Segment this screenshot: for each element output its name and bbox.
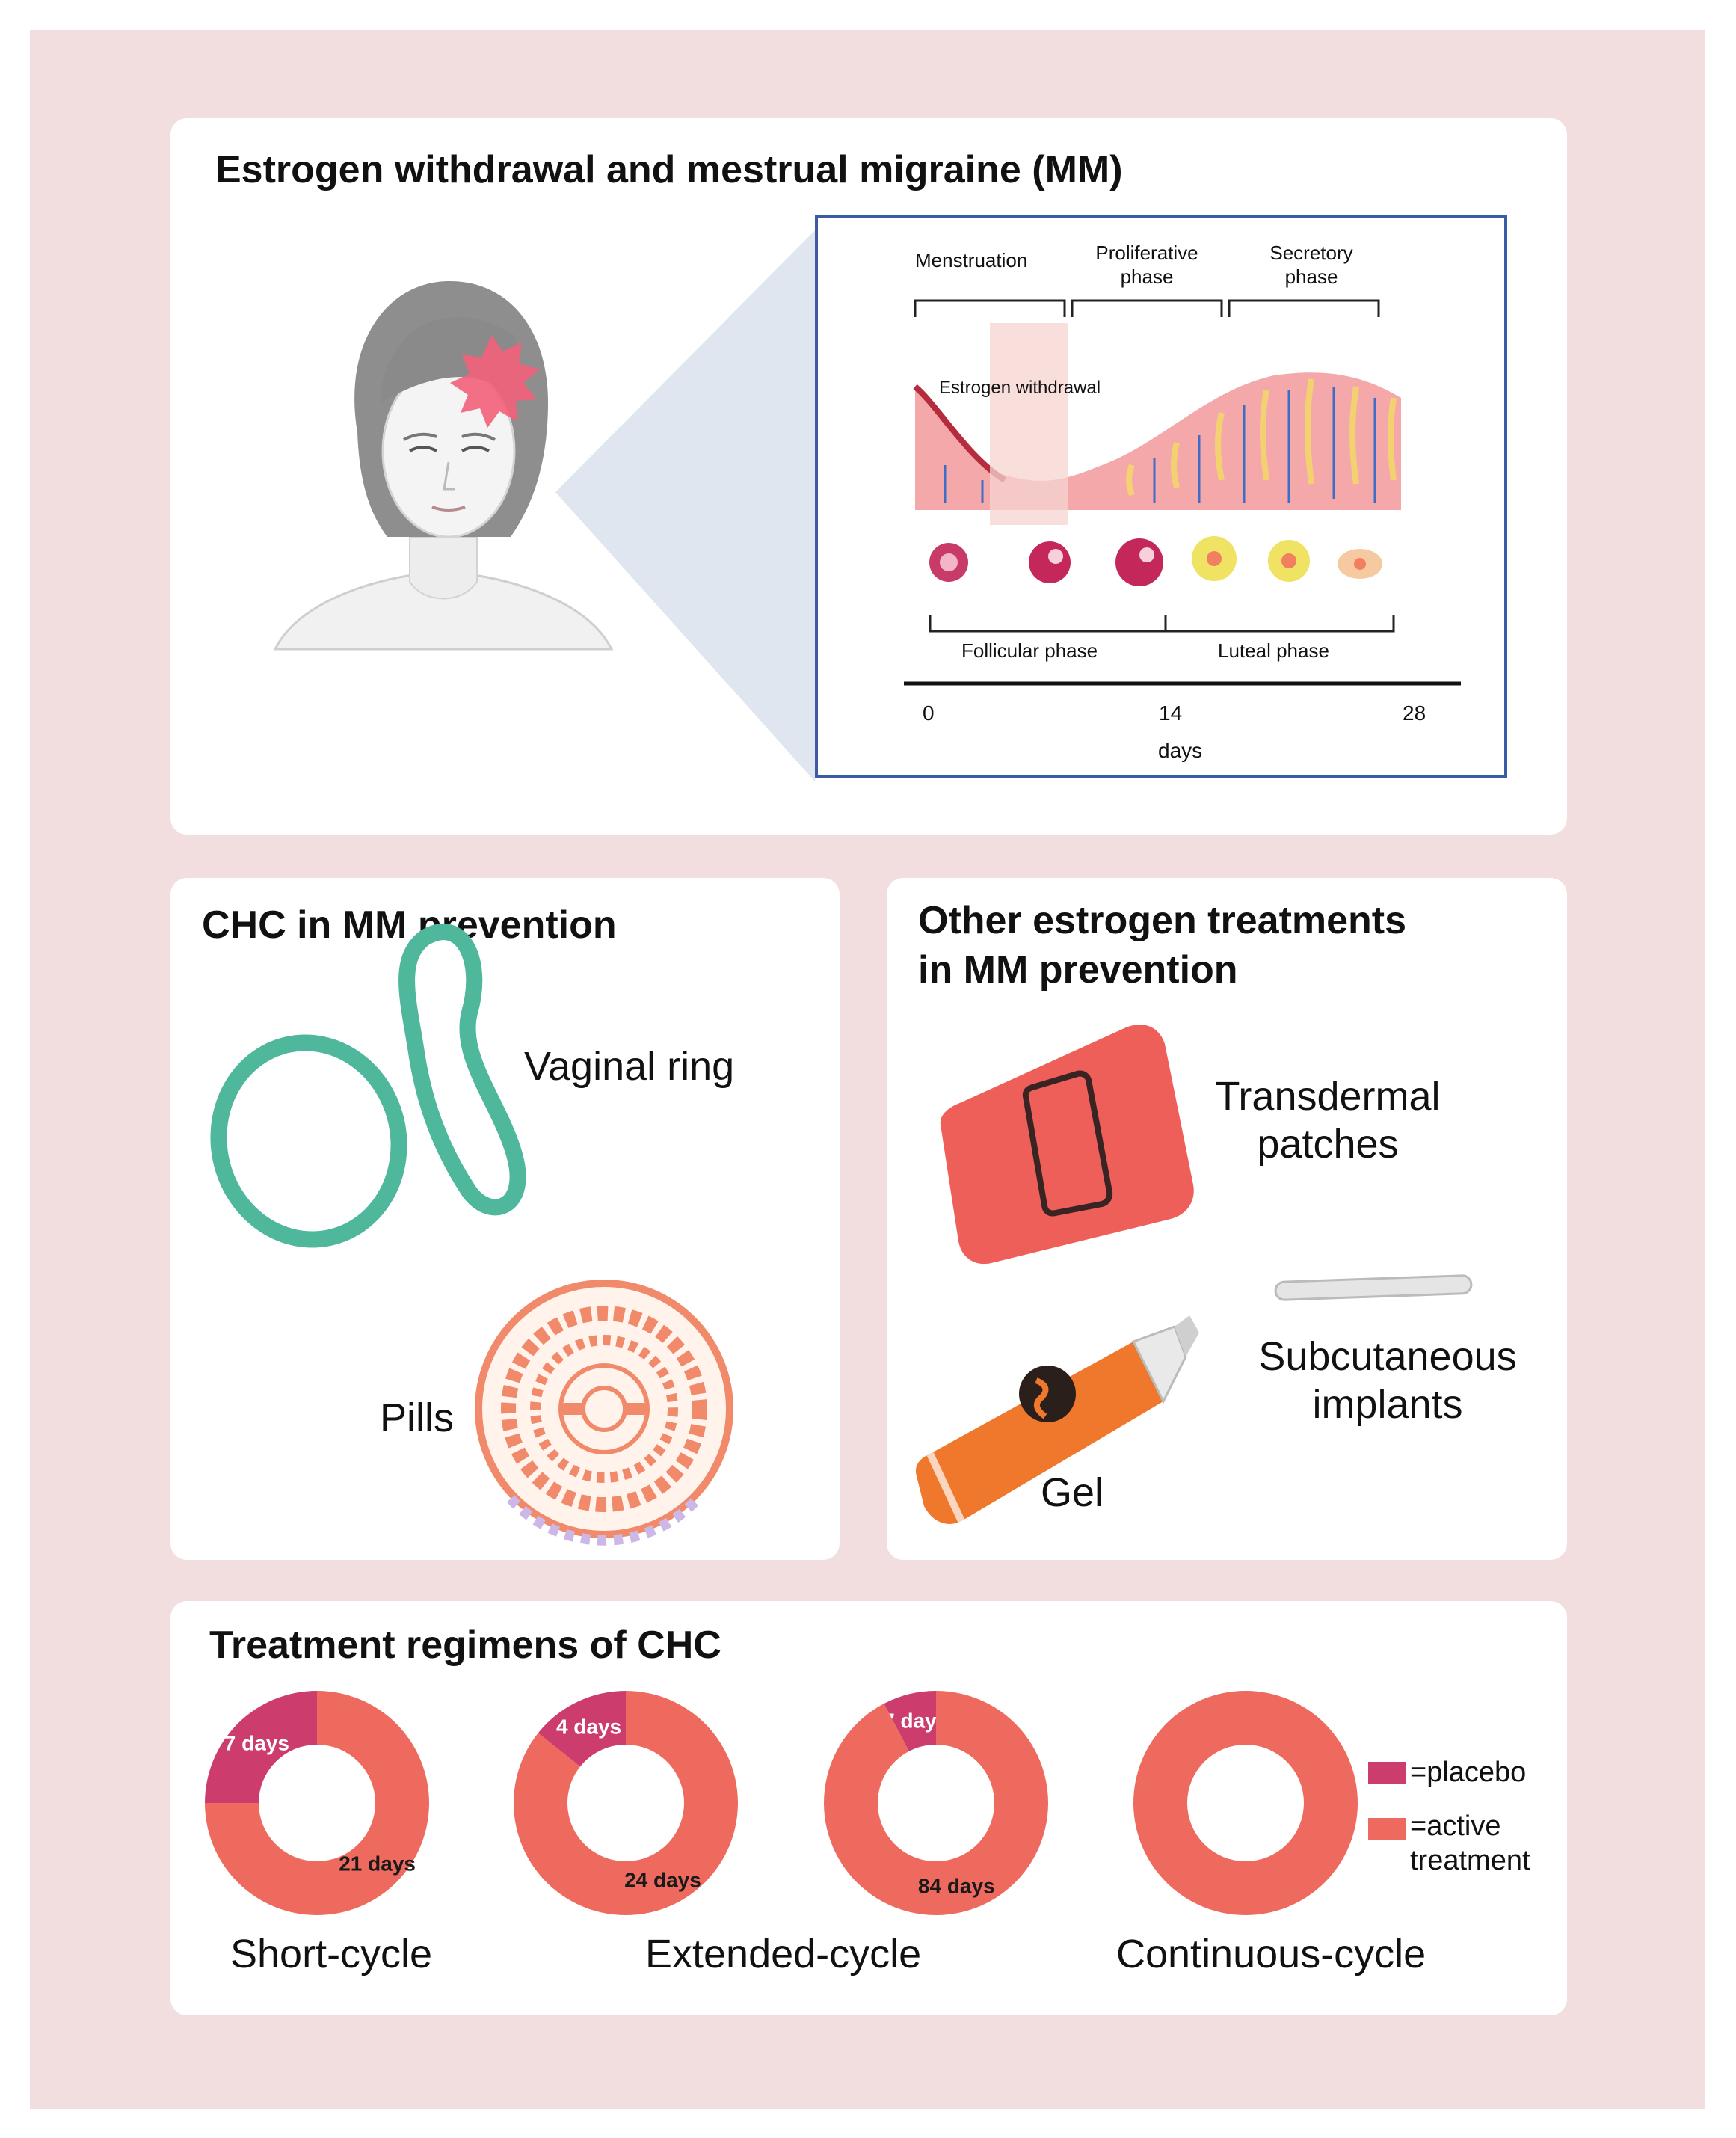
- woman-headache-illustration: [273, 230, 815, 781]
- label-estrogen-withdrawal: Estrogen withdrawal: [939, 378, 1101, 398]
- secretory-line2: phase: [1284, 265, 1338, 288]
- implants-line1: Subcutaneous: [1258, 1334, 1517, 1379]
- gel-tube-icon: [915, 1315, 1199, 1524]
- tick-28: 28: [1403, 701, 1426, 725]
- donut-1-label-active-treatment: 24 days: [624, 1869, 701, 1892]
- proliferative-line2: phase: [1120, 265, 1174, 288]
- donut-1-slice-active-treatment: [514, 1691, 738, 1915]
- title-line1: Other estrogen treatments: [918, 899, 1407, 942]
- title-line2: in MM prevention: [918, 948, 1238, 992]
- vessels: [944, 387, 1376, 503]
- proliferative-line1: Proliferative: [1095, 242, 1198, 264]
- donut-3-slice-active-treatment: [1133, 1691, 1358, 1915]
- label-secretory: Secretory phase: [1244, 241, 1379, 289]
- tick-0: 0: [923, 701, 935, 725]
- donut-0-label-active-treatment: 21 days: [339, 1852, 416, 1876]
- legend-placebo-swatch: [1368, 1762, 1406, 1784]
- endometrium-layer: [915, 372, 1401, 510]
- patches-line2: patches: [1257, 1122, 1399, 1167]
- panel-treatment-regimens: Treatment regimens of CHC 7 days 21 days 4…: [170, 1601, 1567, 2015]
- label-transdermal-patches: Transdermal patches: [1201, 1072, 1455, 1168]
- pills-pack-icon: [475, 1280, 733, 1546]
- pain-burst-icon: [450, 335, 540, 428]
- label-subcutaneous-implants: Subcutaneous implants: [1246, 1333, 1530, 1428]
- legend-active-line1: =active: [1410, 1810, 1501, 1842]
- panel-chc-prevention: CHC in MM prevention Vaginal ring Pills: [170, 878, 840, 1560]
- legend-active-label: =active treatment: [1410, 1809, 1530, 1878]
- donut-1-slice-placebo: [538, 1691, 626, 1767]
- panel-title: Other estrogen treatments in MM preventi…: [918, 896, 1406, 995]
- tick-14: 14: [1159, 701, 1183, 725]
- axis-label-days: days: [1158, 739, 1203, 762]
- estrogen-withdrawal-highlight: [990, 323, 1068, 525]
- glands: [1126, 378, 1397, 497]
- transdermal-patch-icon: [940, 1025, 1194, 1265]
- legend-placebo-label: =placebo: [1410, 1757, 1527, 1788]
- label-short-cycle: Short-cycle: [230, 1932, 433, 1976]
- legend-active-line2: treatment: [1410, 1845, 1530, 1876]
- donut-0-slice-placebo: [205, 1691, 317, 1803]
- zoom-wedge: [555, 230, 815, 781]
- menstrual-cycle-diagram: Menstruation Proliferative phase Secreto…: [815, 215, 1507, 778]
- label-pills: Pills: [380, 1395, 455, 1440]
- legend-active-swatch: [1368, 1818, 1406, 1840]
- label-continuous-cycle: Continuous-cycle: [1116, 1932, 1426, 1976]
- follicular-bracket: [929, 615, 1167, 633]
- luteal-bracket: [1164, 615, 1395, 633]
- vaginal-ring-icon: [210, 924, 526, 1248]
- label-extended-cycle: Extended-cycle: [645, 1932, 922, 1976]
- implants-line2: implants: [1312, 1382, 1463, 1427]
- donut-0-label-placebo: 7 days: [224, 1731, 289, 1754]
- label-follicular: Follicular phase: [961, 639, 1098, 662]
- proliferative-bracket: [1071, 299, 1223, 317]
- patches-line1: Transdermal: [1215, 1074, 1441, 1119]
- panel-other-estrogen: Other estrogen treatments in MM preventi…: [887, 878, 1567, 1560]
- donut-0-slice-active-treatment: [205, 1691, 429, 1915]
- panel-title: Estrogen withdrawal and mestrual migrain…: [215, 148, 1123, 191]
- panel-title: CHC in MM prevention: [202, 903, 617, 947]
- label-vaginal-ring: Vaginal ring: [524, 1044, 735, 1089]
- donut-2-slice-placebo: [884, 1691, 936, 1751]
- subcutaneous-implant-icon: [1274, 1274, 1473, 1301]
- label-luteal: Luteal phase: [1218, 639, 1329, 662]
- label-menstruation: Menstruation: [915, 249, 1028, 271]
- label-gel: Gel: [1041, 1470, 1104, 1515]
- secretory-bracket: [1228, 299, 1380, 317]
- follicle-icons: [929, 536, 1382, 586]
- label-proliferative: Proliferative phase: [1080, 241, 1214, 289]
- donut-2-slice-active-treatment: [824, 1691, 1048, 1915]
- donut-1-label-placebo: 4 days: [556, 1715, 621, 1738]
- panel-title: Treatment regimens of CHC: [209, 1624, 721, 1667]
- donut-2-label-active-treatment: 84 days: [918, 1875, 995, 1898]
- menstruation-bracket: [914, 299, 1066, 317]
- panel-estrogen-withdrawal: Estrogen withdrawal and mestrual migrain…: [170, 118, 1567, 835]
- secretory-line1: Secretory: [1269, 242, 1353, 264]
